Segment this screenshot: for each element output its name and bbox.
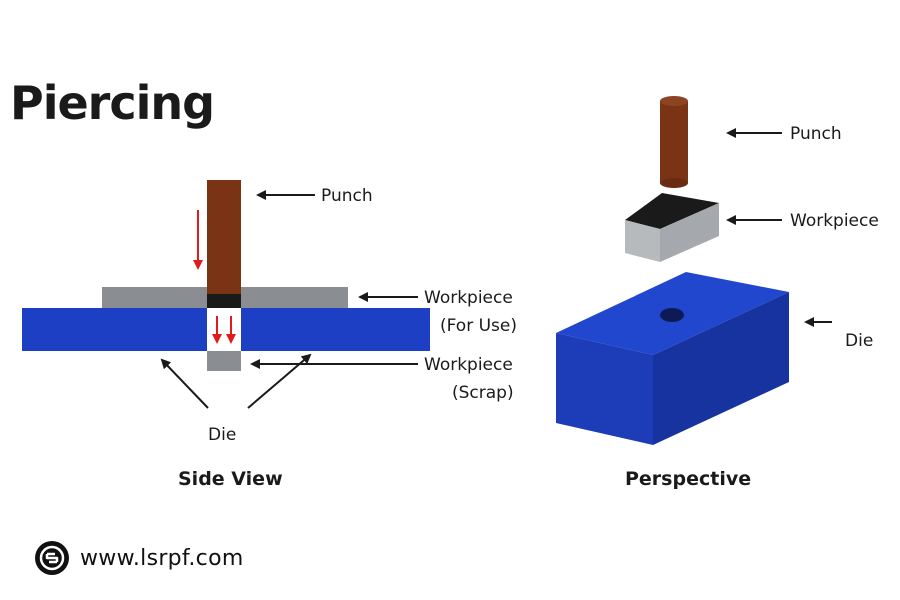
persp-workpiece-label: Workpiece	[790, 211, 879, 231]
side-punch-label: Punch	[321, 186, 373, 206]
side-die-pointer-right	[247, 353, 312, 409]
persp-die-hole	[660, 308, 684, 322]
side-punch-tip	[207, 294, 241, 308]
side-die-label: Die	[208, 425, 236, 445]
page-title: Piercing	[10, 76, 215, 130]
persp-punch-label: Punch	[790, 124, 842, 144]
side-workpiece-use-label-2: (For Use)	[440, 316, 517, 336]
website-link[interactable]: www.lsrpf.com	[80, 545, 244, 571]
side-punch	[207, 180, 241, 294]
side-view-caption: Side View	[178, 468, 283, 490]
side-workpiece-scrap-label-1: Workpiece	[424, 355, 513, 375]
side-die-pointer-left	[160, 358, 209, 409]
persp-die-label: Die	[845, 331, 873, 351]
persp-die	[556, 272, 789, 445]
footer: www.lsrpf.com	[34, 540, 244, 576]
side-workpiece-scrap	[207, 351, 241, 371]
side-view: Punch Workpiece (For Use) Workpiece (Scr…	[22, 180, 517, 490]
side-workpiece-use-label-1: Workpiece	[424, 288, 513, 308]
persp-punch	[660, 96, 688, 188]
side-die-hole	[207, 308, 241, 351]
lsrpf-logo-icon	[35, 541, 69, 575]
perspective-view: Punch Workpiece Die Perspective	[556, 96, 879, 490]
persp-workpiece	[625, 193, 719, 262]
perspective-caption: Perspective	[625, 468, 751, 490]
side-workpiece-scrap-label-2: (Scrap)	[452, 383, 514, 403]
